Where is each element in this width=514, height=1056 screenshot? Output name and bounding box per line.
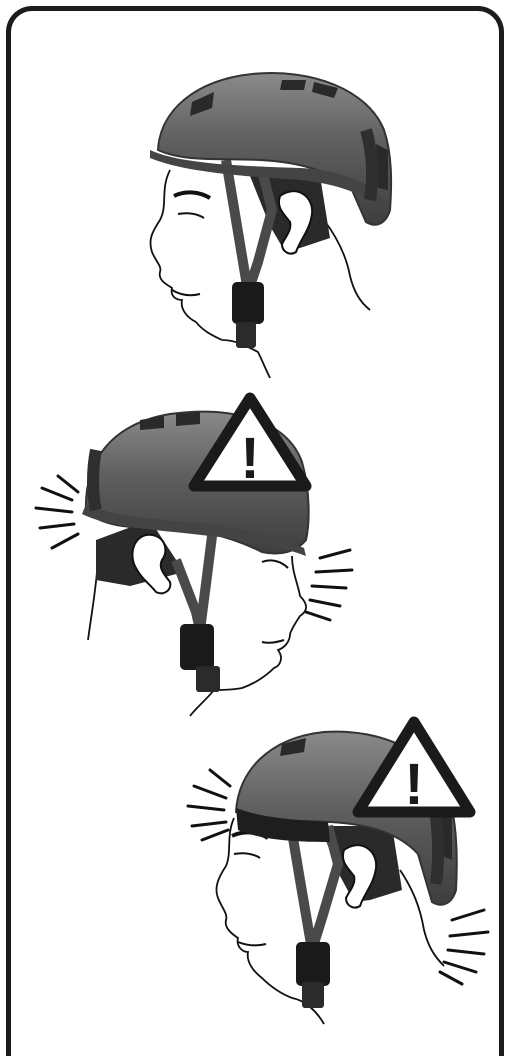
chin-buckle-1 xyxy=(232,282,264,324)
chin-buckle-3 xyxy=(296,942,330,986)
warning-symbol-2: ! xyxy=(240,426,259,491)
chin-buckle-2 xyxy=(180,624,214,670)
motion-lines-3-left xyxy=(188,770,230,840)
motion-lines-3-right xyxy=(440,910,488,984)
panel-correct-fit xyxy=(150,73,391,378)
panel-tilted-forward: ! xyxy=(188,722,488,1024)
warning-symbol-3: ! xyxy=(404,752,423,817)
motion-lines-2-right xyxy=(306,550,352,620)
panel-tilted-back: ! xyxy=(36,398,352,716)
motion-lines-2-left xyxy=(36,476,78,548)
